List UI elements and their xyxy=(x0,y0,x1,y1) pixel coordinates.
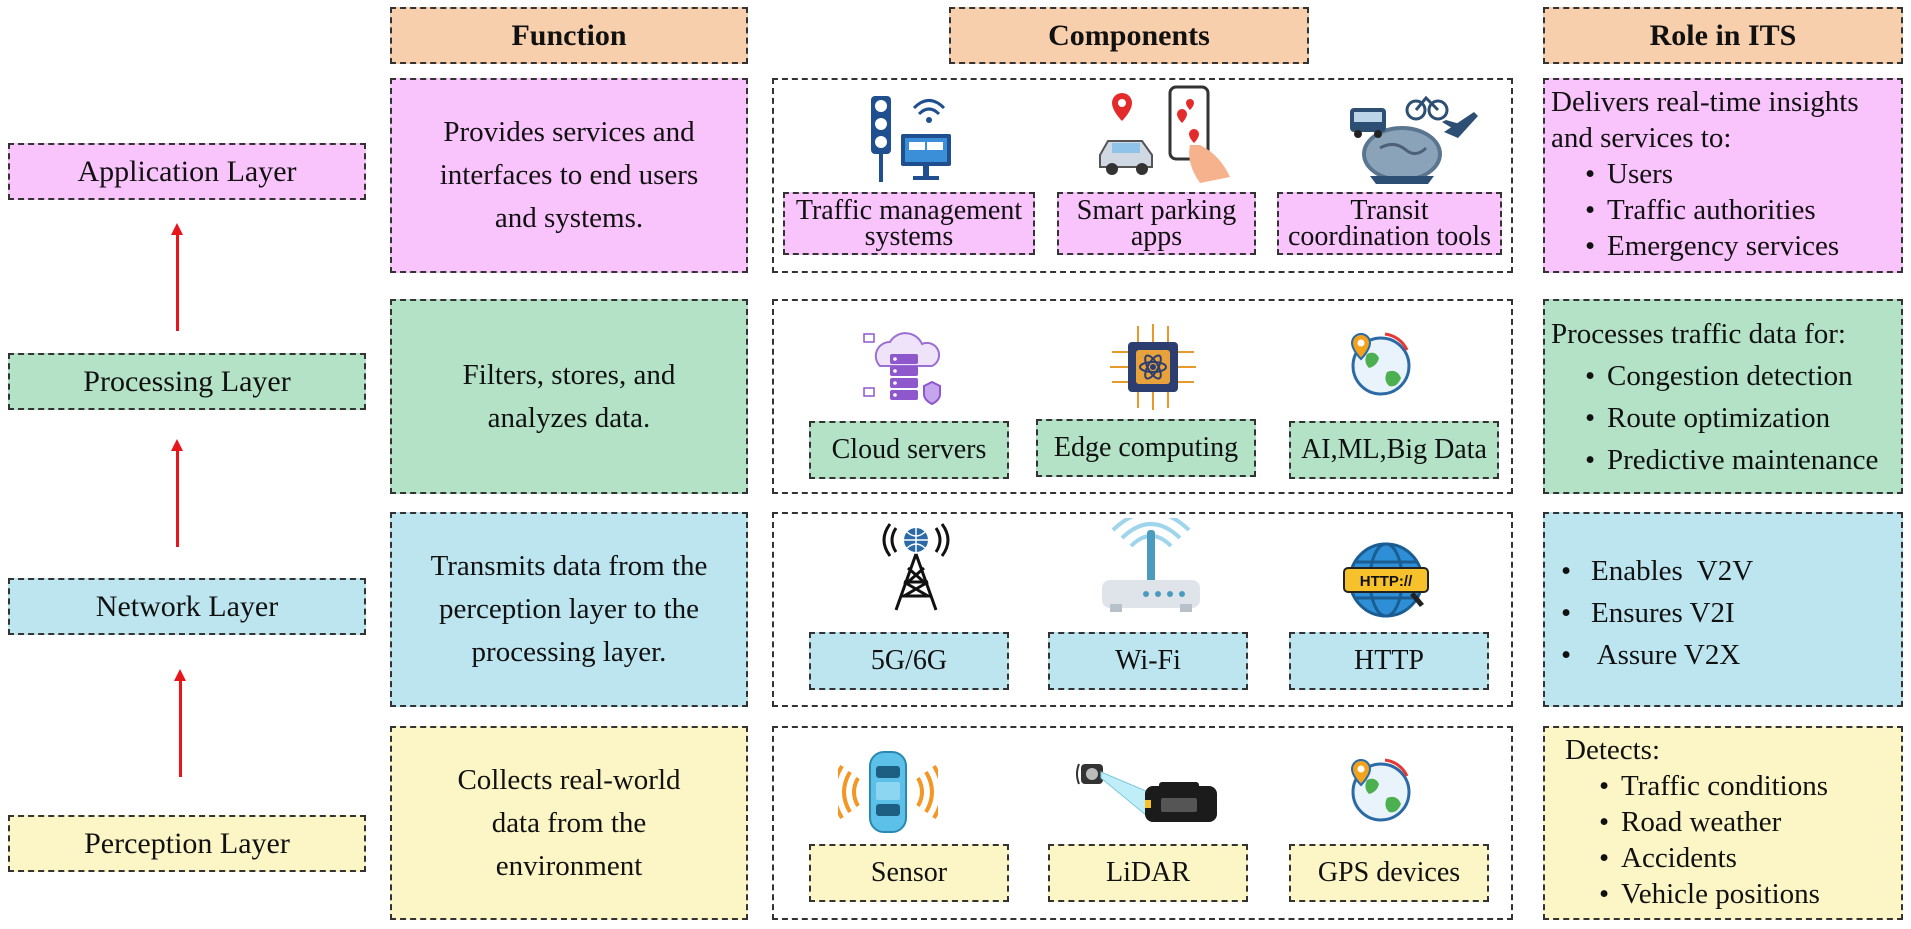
layer-label-network: Network Layer xyxy=(8,578,366,635)
role-item: Emergency services xyxy=(1551,228,1895,264)
component-label: AI,ML,Big Data xyxy=(1289,421,1499,479)
role-item: Enables V2V xyxy=(1551,550,1895,592)
layer-label-application: Application Layer xyxy=(8,143,366,200)
header-components: Components xyxy=(949,7,1309,64)
traffic-light-monitor-icon xyxy=(871,96,951,182)
component-label: 5G/6G xyxy=(809,632,1009,690)
role-item: Congestion detection xyxy=(1551,355,1895,397)
role-perception: Detects: Traffic conditions Road weather… xyxy=(1543,726,1903,920)
component-label: Transit coordination tools xyxy=(1277,192,1502,255)
http-badge-text: HTTP:// xyxy=(1360,573,1413,590)
layer-label-perception: Perception Layer xyxy=(8,815,366,872)
wifi-router-icon xyxy=(1102,518,1200,612)
role-intro: Processes traffic data for: xyxy=(1551,318,1846,350)
component-label: Smart parking apps xyxy=(1057,192,1256,255)
lidar-car-icon xyxy=(1076,763,1217,822)
role-item: Traffic conditions xyxy=(1565,768,1895,804)
role-network: Enables V2V Ensures V2I Assure V2X xyxy=(1543,512,1903,707)
component-label: Traffic management systems xyxy=(783,192,1035,255)
function-perception: Collects real-world data from the enviro… xyxy=(390,726,748,920)
arrow-up-icon xyxy=(174,669,186,777)
role-item: Accidents xyxy=(1565,840,1895,876)
car-sensor-icon xyxy=(838,751,938,833)
component-label: Sensor xyxy=(809,844,1009,902)
smart-parking-phone-icon xyxy=(1099,85,1230,183)
role-item: Road weather xyxy=(1565,804,1895,840)
function-processing: Filters, stores, and analyzes data. xyxy=(390,299,748,494)
http-globe-icon: HTTP:// xyxy=(1343,542,1429,618)
role-item: Route optimization xyxy=(1551,397,1895,439)
component-label: HTTP xyxy=(1289,632,1489,690)
header-function: Function xyxy=(390,7,748,64)
globe-pin-icon xyxy=(1350,332,1411,396)
transit-globe-icon xyxy=(1350,95,1478,184)
cell-tower-icon xyxy=(882,523,950,611)
component-label: Edge computing xyxy=(1036,419,1256,477)
role-intro: Delivers real-time insights and services… xyxy=(1551,86,1859,154)
component-label: Cloud servers xyxy=(809,421,1009,479)
cloud-server-icon xyxy=(863,332,941,406)
component-label: GPS devices xyxy=(1289,844,1489,902)
layer-label-processing: Processing Layer xyxy=(8,353,366,410)
role-item: Traffic authorities xyxy=(1551,192,1895,228)
role-item: Users xyxy=(1551,156,1895,192)
function-network: Transmits data from the perception layer… xyxy=(390,512,748,707)
header-role: Role in ITS xyxy=(1543,7,1903,64)
role-list: Congestion detection Route optimization … xyxy=(1551,355,1895,481)
globe-pin-icon xyxy=(1350,758,1411,822)
component-label: LiDAR xyxy=(1048,844,1248,902)
arrow-up-icon xyxy=(171,439,183,547)
component-label: Wi-Fi xyxy=(1048,632,1248,690)
role-list: Enables V2V Ensures V2I Assure V2X xyxy=(1551,550,1895,676)
role-application: Delivers real-time insights and services… xyxy=(1543,78,1903,273)
role-intro: Detects: xyxy=(1565,734,1661,766)
role-list: Traffic conditions Road weather Accident… xyxy=(1565,768,1895,912)
arrow-up-icon xyxy=(171,223,183,331)
role-item: Predictive maintenance xyxy=(1551,439,1895,481)
role-item: Ensures V2I xyxy=(1551,592,1895,634)
role-item: Vehicle positions xyxy=(1565,876,1895,912)
role-list: Users Traffic authorities Emergency serv… xyxy=(1551,156,1895,264)
role-item: Assure V2X xyxy=(1551,634,1895,676)
function-application: Provides services and interfaces to end … xyxy=(390,78,748,273)
chip-icon xyxy=(1110,324,1196,410)
role-processing: Processes traffic data for: Congestion d… xyxy=(1543,299,1903,494)
